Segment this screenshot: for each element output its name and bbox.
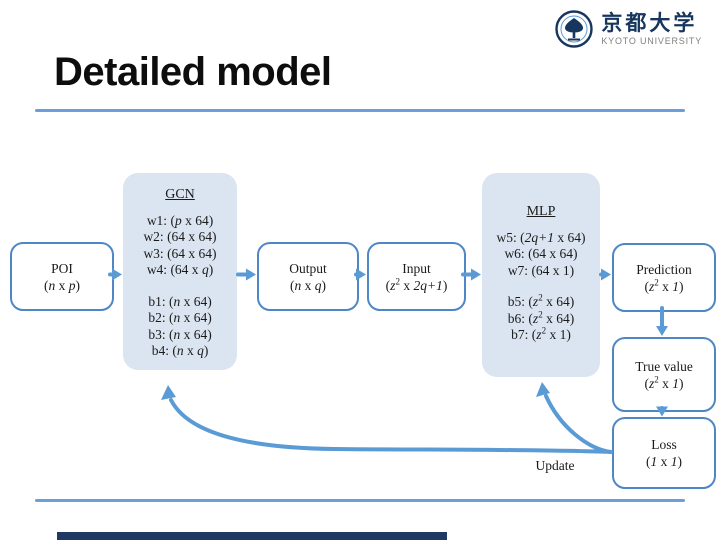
mlp-title: MLP bbox=[526, 204, 556, 219]
mlp-weight-row: w5: (2q+1 x 64) bbox=[496, 229, 586, 245]
poi-node: POI (n x p) bbox=[10, 242, 114, 311]
update-label: Update bbox=[535, 458, 575, 473]
gcn-weights: w1: (p x 64) w2: (64 x 64) w3: (64 x 64)… bbox=[123, 213, 237, 279]
output-dim: (n x q) bbox=[290, 277, 326, 293]
input-node: Input (z2 x 2q+1) bbox=[367, 242, 466, 311]
prediction-label: Prediction bbox=[636, 261, 692, 277]
prediction-dim: (z2 x 1) bbox=[644, 277, 684, 294]
mlp-weight-row: w6: (64 x 64) bbox=[504, 246, 578, 261]
gcn-bias-row: b1: (n x 64) bbox=[148, 293, 212, 309]
output-label: Output bbox=[289, 260, 327, 276]
footer-bar bbox=[57, 532, 447, 540]
gcn-bias-row: b2: (n x 64) bbox=[148, 310, 212, 325]
university-logo: 京都大学 KYOTO UNIVERSITY bbox=[554, 9, 702, 49]
gcn-weight-row: w3: (64 x 64) bbox=[143, 245, 217, 261]
gcn-bias-row: b3: (n x 64) bbox=[148, 326, 212, 342]
mlp-weight-row: w7: (64 x 1) bbox=[507, 262, 575, 278]
university-name-en: KYOTO UNIVERSITY bbox=[601, 35, 702, 46]
gcn-weight-row: w4: (64 x q) bbox=[146, 262, 214, 277]
page-title: Detailed model bbox=[54, 50, 332, 94]
gcn-biases: b1: (n x 64) b2: (n x 64) b3: (n x 64) b… bbox=[123, 294, 237, 360]
gcn-bias-row: b4: (n x q) bbox=[151, 343, 209, 358]
gcn-title: GCN bbox=[165, 187, 195, 202]
mlp-biases: b5: (z2 x 64) b6: (z2 x 64) b7: (z2 x 1) bbox=[482, 292, 600, 344]
mlp-weights: w5: (2q+1 x 64) w6: (64 x 64) w7: (64 x … bbox=[482, 230, 600, 280]
true-value-dim: (z2 x 1) bbox=[644, 374, 684, 391]
update-to-gcn-arrow bbox=[169, 398, 613, 454]
poi-label: POI bbox=[51, 260, 73, 276]
title-divider-line bbox=[35, 109, 685, 112]
gcn-panel: GCN w1: (p x 64) w2: (64 x 64) w3: (64 x… bbox=[123, 173, 237, 370]
loss-node: Loss (1 x 1) bbox=[612, 417, 716, 489]
poi-dim: (n x p) bbox=[44, 277, 80, 293]
loss-dim: (1 x 1) bbox=[646, 454, 682, 469]
mlp-bias-row: b6: (z2 x 64) bbox=[507, 309, 575, 326]
input-dim: (z2 x 2q+1) bbox=[385, 276, 448, 293]
university-logo-text: 京都大学 KYOTO UNIVERSITY bbox=[601, 10, 702, 46]
loss-label: Loss bbox=[651, 437, 677, 452]
mlp-bias-row: b5: (z2 x 64) bbox=[507, 292, 575, 309]
university-emblem-icon bbox=[555, 10, 594, 48]
true-value-node: True value (z2 x 1) bbox=[612, 337, 716, 412]
mlp-panel: MLP w5: (2q+1 x 64) w6: (64 x 64) w7: (6… bbox=[482, 173, 600, 377]
prediction-node: Prediction (z2 x 1) bbox=[612, 243, 716, 312]
true-value-label: True value bbox=[635, 358, 693, 374]
mlp-bias-row: b7: (z2 x 1) bbox=[511, 325, 571, 342]
update-to-mlp-arrow bbox=[544, 394, 613, 454]
gcn-weight-row: w2: (64 x 64) bbox=[143, 229, 217, 244]
output-node: Output (n x q) bbox=[257, 242, 359, 311]
input-label: Input bbox=[402, 260, 431, 276]
gcn-weight-row: w1: (p x 64) bbox=[146, 212, 214, 228]
university-name-jp: 京都大学 bbox=[601, 10, 698, 35]
footer-divider-line bbox=[35, 499, 685, 502]
